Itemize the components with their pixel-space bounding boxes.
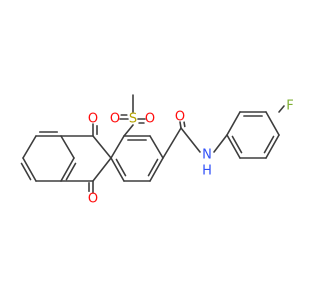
- bond-layer: [20, 94, 285, 194]
- chemical-structure: O O S O O O N H F: [20, 94, 294, 207]
- bond-left-ring-6-inner: [20, 162, 32, 181]
- bond-fp-4: [265, 134, 280, 159]
- atom-label-f1: F: [286, 99, 293, 114]
- atom-label-o5: O: [175, 110, 185, 125]
- bond-central-2: [92, 135, 112, 159]
- bond-n-aryl: [213, 134, 228, 153]
- bond-c-s: [123, 124, 134, 137]
- bond-left-ring-4-inner: [65, 162, 77, 181]
- atom-label-s1: S: [129, 112, 137, 127]
- bond-amide-co-inner: [183, 121, 186, 128]
- atom-label-h1: H: [202, 164, 212, 179]
- bond-right-ring-1: [110, 135, 125, 159]
- atom-label-o3: O: [110, 112, 120, 127]
- bond-fp-1: [226, 111, 241, 136]
- bond-central-3: [92, 157, 112, 182]
- bond-fp-4-inner: [263, 135, 275, 154]
- atom-label-layer: O O S O O O N H F: [88, 99, 294, 207]
- bond-amide-co: [179, 121, 182, 129]
- bond-left-ring-1: [22, 135, 37, 159]
- bond-fp-6-inner: [231, 135, 243, 154]
- bond-fp-3: [265, 111, 280, 136]
- bond-right-ring-4-inner: [147, 158, 159, 177]
- bond-fp-6: [226, 134, 241, 159]
- bond-left-ring-3: [60, 135, 75, 159]
- atom-label-n1: N: [202, 148, 212, 163]
- atom-label-o4: O: [145, 112, 155, 127]
- bond-c-f: [278, 105, 285, 113]
- atom-label-o1: O: [88, 112, 98, 127]
- bond-left-ring-4: [60, 157, 75, 182]
- bond-right-ring-6-inner: [115, 158, 127, 177]
- bond-c-carbonyl: [162, 127, 182, 159]
- bond-right-ring-6: [110, 157, 125, 182]
- bond-left-ring-6: [22, 157, 37, 182]
- bond-right-ring-4: [149, 157, 164, 182]
- atom-label-o2: O: [88, 192, 98, 207]
- bond-right-ring-3: [149, 135, 164, 159]
- bond-c-n: [180, 127, 201, 153]
